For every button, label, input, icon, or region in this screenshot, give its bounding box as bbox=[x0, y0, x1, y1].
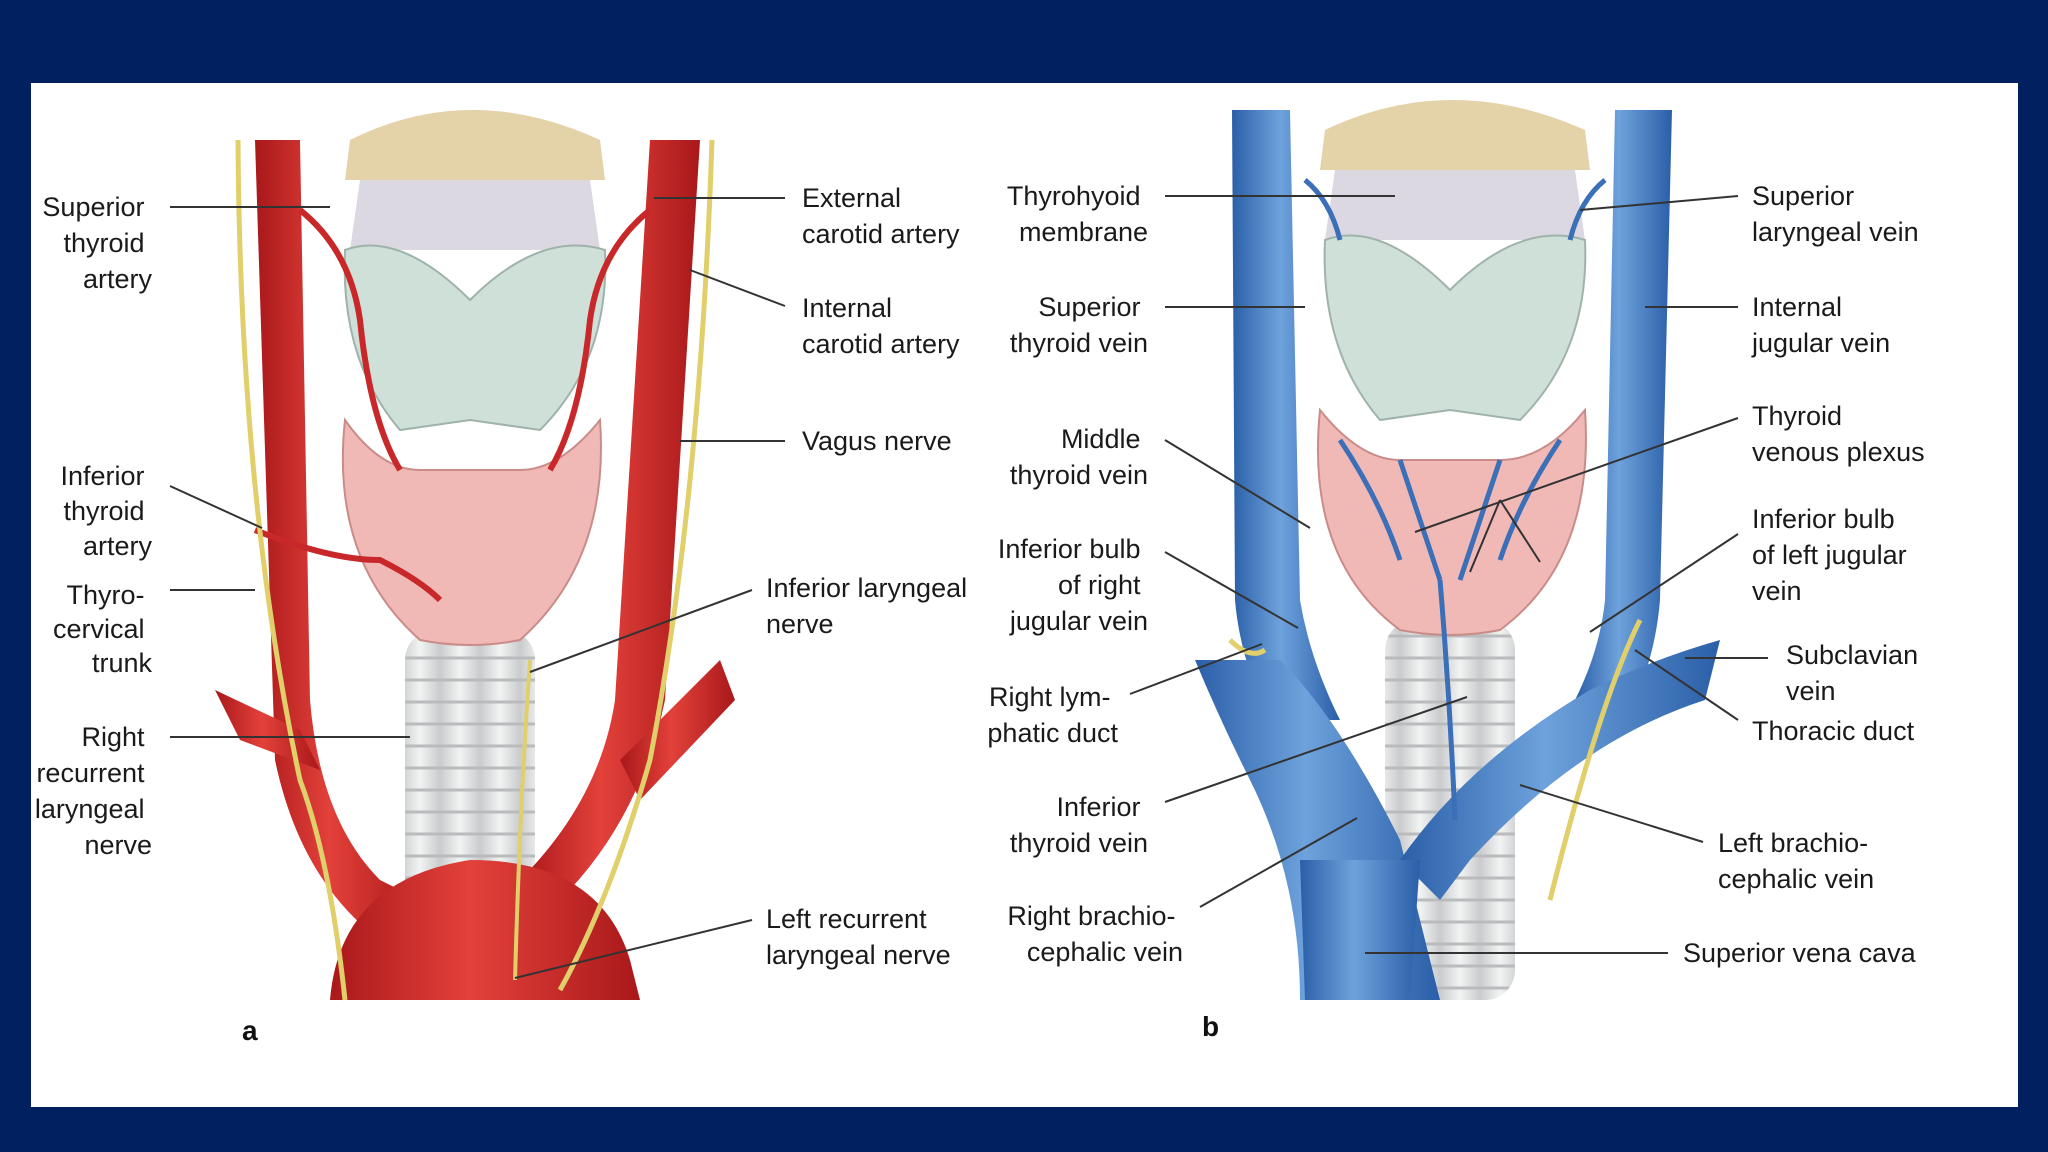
thyrohyoid-membrane-a bbox=[350, 180, 600, 250]
label-subclavian-vein: Subclavian vein bbox=[1786, 640, 1926, 706]
panel-a-illustration bbox=[215, 110, 735, 1001]
panel-b-labels: Thyrohyoid membrane Superior laryngeal v… bbox=[987, 181, 1926, 1042]
thyroid-gland-b bbox=[1316, 407, 1587, 636]
label-inferior-thyroid-artery: Inferior thyroid artery bbox=[60, 461, 152, 561]
thyrohyoid-membrane-b bbox=[1325, 170, 1585, 240]
left-common-carotid-artery bbox=[520, 140, 700, 900]
label-thyroid-venous-plexus: Thyroid venous plexus bbox=[1752, 401, 1925, 467]
label-internal-jugular-vein: Internal jugular vein bbox=[1751, 292, 1890, 358]
aortic-arch bbox=[330, 860, 640, 1000]
label-right-brachiocephalic-vein: Right brachio- cephalic vein bbox=[1007, 901, 1183, 967]
thyroid-venous-plexus-vessels bbox=[1303, 178, 1607, 821]
label-vagus-nerve: Vagus nerve bbox=[802, 426, 952, 456]
label-thyrohyoid-membrane: Thyrohyoid membrane bbox=[1007, 181, 1148, 247]
label-left-brachiocephalic-vein: Left brachio- cephalic vein bbox=[1718, 828, 1876, 894]
label-internal-carotid-artery: Internal carotid artery bbox=[802, 293, 960, 359]
label-inferior-thyroid-vein: Inferior thyroid vein bbox=[1010, 792, 1148, 858]
label-superior-thyroid-vein: Superior thyroid vein bbox=[1010, 292, 1148, 358]
thyroid-cartilage-a bbox=[343, 244, 607, 432]
thyroid-gland-a bbox=[341, 417, 602, 646]
inferior-thyroid-artery-branch bbox=[253, 527, 443, 603]
label-thoracic-duct: Thoracic duct bbox=[1752, 716, 1915, 746]
hyoid-bone-a bbox=[345, 110, 605, 180]
label-superior-laryngeal-vein: Superior laryngeal vein bbox=[1752, 181, 1919, 247]
right-internal-jugular-vein bbox=[1232, 110, 1340, 720]
label-superior-thyroid-artery: Superior thyroid artery bbox=[42, 192, 152, 294]
left-internal-jugular-vein bbox=[1575, 110, 1672, 710]
right-lymphatic-duct-shape bbox=[1228, 638, 1267, 656]
superior-thyroid-artery-branch-left bbox=[547, 207, 652, 472]
right-vagus-nerve bbox=[235, 139, 348, 1001]
panel-b-illustration bbox=[1195, 100, 1720, 1000]
hyoid-bone-b bbox=[1320, 100, 1590, 170]
label-external-carotid-artery: External carotid artery bbox=[802, 183, 960, 249]
label-right-recurrent-laryngeal-nerve: Right recurrent laryngeal nerve bbox=[35, 722, 152, 860]
label-right-lymphatic-duct: Right lym- phatic duct bbox=[987, 682, 1118, 748]
panel-a-letter: a bbox=[242, 1015, 258, 1046]
label-thyrocervical-trunk: Thyro- cervical trunk bbox=[53, 580, 153, 678]
superior-vena-cava-shape bbox=[1300, 860, 1420, 1000]
left-recurrent-laryngeal-nerve-path bbox=[513, 659, 532, 981]
panel-a-labels: Superior thyroid artery External carotid… bbox=[35, 183, 975, 1046]
label-superior-vena-cava: Superior vena cava bbox=[1683, 938, 1917, 968]
leader-lines bbox=[169, 195, 1768, 979]
thyroid-cartilage-b bbox=[1323, 234, 1587, 422]
label-inferior-bulb-right-jugular-vein: Inferior bulb of right jugular vein bbox=[998, 534, 1148, 636]
label-inferior-bulb-left-jugular-vein: Inferior bulb of left jugular vein bbox=[1752, 504, 1914, 606]
panel-b-letter: b bbox=[1202, 1011, 1219, 1042]
left-brachiocephalic-vein-shape bbox=[1400, 640, 1720, 900]
label-left-recurrent-laryngeal-nerve: Left recurrent laryngeal nerve bbox=[766, 904, 951, 970]
thoracic-duct-shape bbox=[1547, 618, 1643, 901]
label-inferior-laryngeal-nerve: Inferior laryngeal nerve bbox=[766, 573, 975, 639]
label-middle-thyroid-vein: Middle thyroid vein bbox=[1010, 424, 1148, 490]
superior-thyroid-artery-branch bbox=[298, 207, 403, 472]
left-vagus-nerve bbox=[557, 139, 715, 992]
